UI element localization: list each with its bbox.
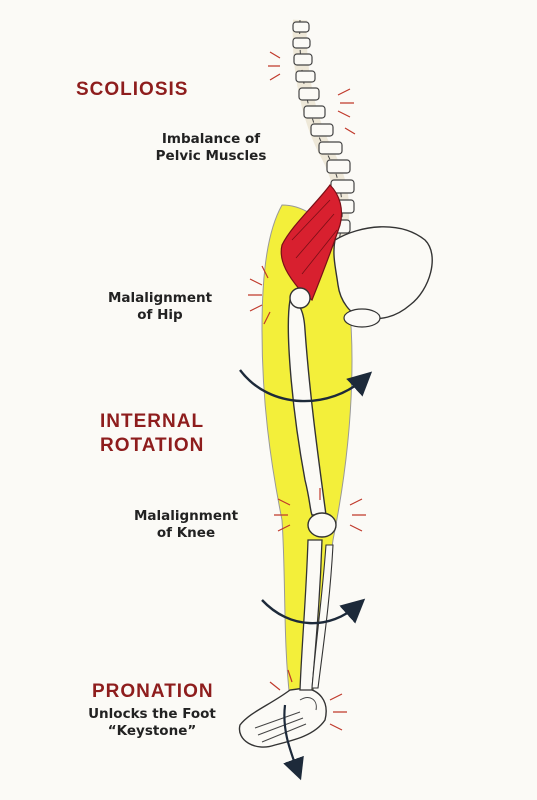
label-foot-line1: Unlocks the Foot bbox=[88, 706, 216, 722]
pain-burst-spine-top bbox=[268, 51, 356, 135]
label-hip-line2: of Hip bbox=[137, 307, 183, 323]
label-pelvic-line2: Pelvic Muscles bbox=[155, 148, 267, 164]
label-foot: Unlocks the Foot “Keystone” bbox=[82, 706, 222, 740]
label-knee-line1: Malalignment bbox=[133, 508, 239, 524]
rotation-arrow-hip bbox=[239, 369, 373, 403]
heading-pronation: PRONATION bbox=[92, 681, 214, 702]
rotation-arrow-foot bbox=[283, 704, 304, 781]
pain-burst-foot bbox=[269, 669, 347, 731]
heading-internal-rotation-line1: INTERNAL bbox=[100, 411, 205, 432]
spine bbox=[292, 19, 355, 247]
pain-burst-knee bbox=[274, 488, 366, 532]
heading-scoliosis: SCOLIOSIS bbox=[76, 79, 189, 100]
rotation-arrow-knee bbox=[261, 598, 366, 625]
pelvis bbox=[333, 226, 433, 320]
heading-internal-rotation: INTERNAL ROTATION bbox=[100, 410, 204, 458]
femoral-head bbox=[289, 287, 311, 309]
foot-bones bbox=[254, 697, 317, 743]
label-knee-line2: of Knee bbox=[156, 525, 216, 541]
tibia bbox=[299, 539, 323, 691]
pain-burst-hip bbox=[248, 265, 271, 325]
label-foot-line2: “Keystone” bbox=[107, 723, 197, 739]
label-hip-line1: Malalignment bbox=[107, 290, 213, 306]
label-hip: Malalignment of Hip bbox=[100, 290, 220, 324]
muscle-fibers bbox=[291, 199, 338, 275]
label-pelvic-line1: Imbalance of bbox=[161, 131, 261, 147]
label-knee: Malalignment of Knee bbox=[126, 508, 246, 542]
fibula bbox=[311, 544, 334, 689]
foot bbox=[238, 687, 327, 748]
heading-internal-rotation-line2: ROTATION bbox=[100, 435, 205, 456]
kneecap bbox=[307, 512, 337, 538]
label-pelvic-muscles: Imbalance of Pelvic Muscles bbox=[146, 131, 276, 165]
pubic-bone bbox=[343, 308, 381, 328]
